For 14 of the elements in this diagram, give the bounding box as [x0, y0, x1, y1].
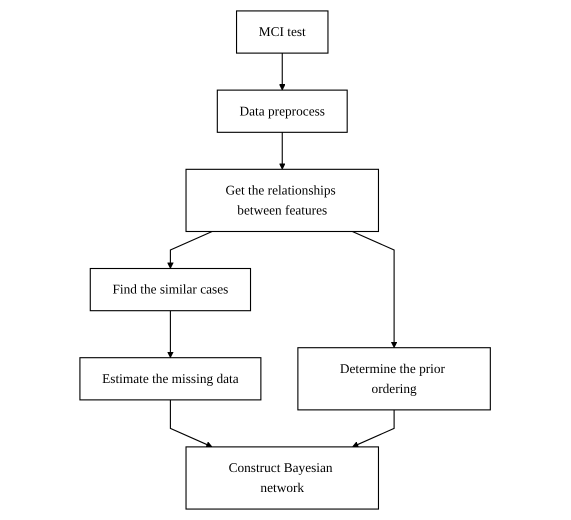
arrow	[352, 230, 398, 348]
arrow	[170, 400, 213, 448]
node-box: Find the similar cases	[90, 268, 252, 312]
node-box: Get the relationships between features	[186, 168, 380, 232]
arrow	[168, 310, 174, 358]
node-box: MCI test	[236, 10, 329, 54]
arrow	[168, 230, 213, 269]
node-box: Construct Bayesian network	[186, 446, 380, 510]
arrow	[279, 53, 286, 90]
node-box: Estimate the missing data	[80, 357, 262, 400]
arrow	[279, 132, 286, 170]
arrow	[352, 410, 396, 448]
node-box: Data preprocess	[217, 90, 348, 133]
node-box: Determine the prior ordering	[298, 347, 492, 410]
